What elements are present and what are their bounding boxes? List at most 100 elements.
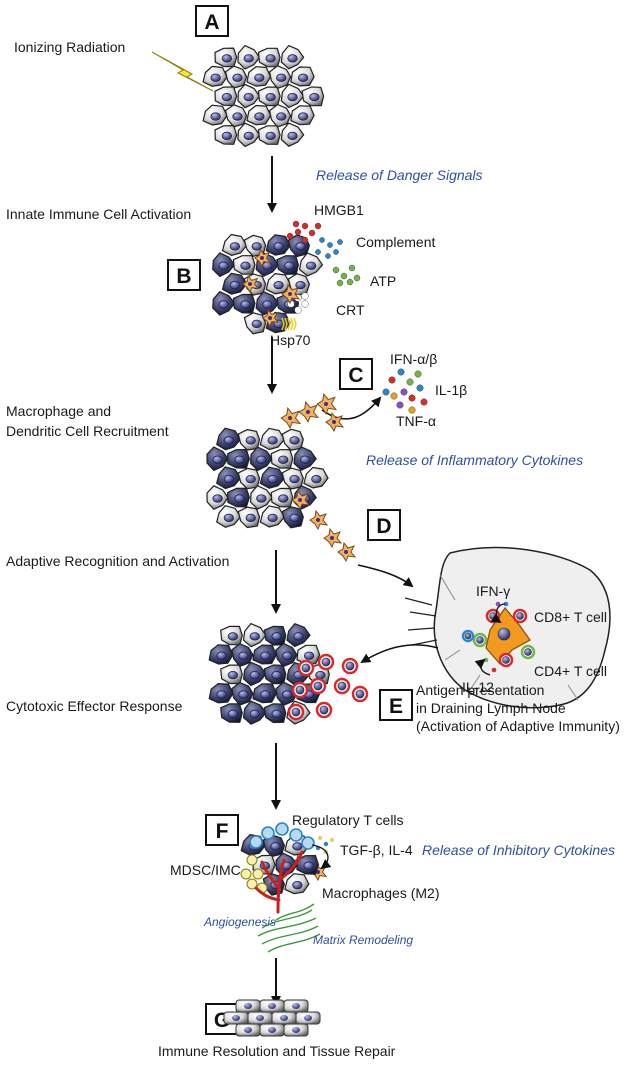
- dark-tumor-cell: [263, 664, 287, 685]
- tumor-cell: [237, 467, 261, 490]
- dark-tumor-cell: [259, 466, 285, 489]
- dark-tumor-cell: [255, 291, 280, 316]
- stage-e-box: E: [379, 689, 413, 721]
- cytokine-molecule: [382, 388, 390, 396]
- dark-tumor-cell: [265, 234, 291, 256]
- regulatory-t-cell: [249, 835, 263, 849]
- arrow-to-lymph-node: [357, 564, 414, 588]
- dark-tumor-cell: [281, 506, 304, 529]
- tumor-cell: [281, 428, 304, 451]
- regulatory-t-cell: [275, 822, 289, 836]
- hsp70-chaperone: [290, 317, 294, 331]
- tumor-cell: [224, 104, 248, 128]
- il-12-label: IL-12: [462, 679, 494, 695]
- angiogenesis-label: Angiogenesis: [203, 915, 276, 929]
- dark-tumor-cell: [216, 427, 242, 451]
- cytokine-molecule: [408, 406, 416, 414]
- adaptive-recognition-label: Adaptive Recognition and Activation: [6, 553, 229, 569]
- macrophage-recruitment-label-1: Macrophage and: [6, 403, 111, 419]
- cytokine-molecule: [420, 398, 428, 406]
- ifn-gamma-label: IFN-γ: [476, 583, 510, 599]
- tumor-cell: [237, 429, 261, 451]
- tumor-cell: [237, 83, 261, 109]
- tumor-cell: [214, 47, 238, 68]
- matrix-fibers-icon: [257, 903, 321, 953]
- il-1-beta-label: IL-1β: [435, 382, 467, 398]
- hmgb1-label: HMGB1: [314, 202, 364, 218]
- dark-tumor-cell: [252, 644, 277, 665]
- dark-tumor-cell: [227, 487, 250, 508]
- immune-resolution-label: Immune Resolution and Tissue Repair: [158, 1043, 396, 1059]
- tumor-cell: [290, 105, 315, 126]
- cd4-t-cell-label: CD4+ T cell: [534, 663, 607, 679]
- dark-tumor-cell: [296, 854, 320, 875]
- tumor-cell: [280, 83, 305, 109]
- dark-tumor-cell: [212, 291, 236, 316]
- arrow-lymph-to-tumor: [360, 644, 439, 664]
- tumor-cell: [216, 505, 242, 528]
- inhibitory-cytokine: [317, 835, 323, 841]
- inhibitory-cytokine: [329, 837, 335, 843]
- mdsc-imc-label: MDSC/IMC: [170, 862, 241, 878]
- mdsc-cell: [246, 854, 258, 866]
- stage-d-box: D: [367, 509, 401, 541]
- cytokine-molecule: [416, 384, 424, 392]
- dark-tumor-cell: [212, 252, 236, 277]
- dark-tumor-cell: [276, 255, 299, 275]
- svg-text:D: D: [376, 515, 391, 538]
- regulatory-t-cell: [261, 826, 275, 840]
- cytokine-molecule: [406, 378, 414, 386]
- dark-tumor-cell: [206, 446, 229, 472]
- dark-tumor-cell: [231, 643, 254, 667]
- effector-t-cells: [287, 653, 369, 721]
- dark-tumor-cell: [263, 703, 287, 724]
- tumor-cell: [250, 485, 273, 510]
- repaired-tissue-cells: [223, 999, 321, 1037]
- antigen-presentation-label-3: (Activation of Adaptive Immunity): [416, 718, 620, 734]
- tumor-cell-cluster-a: [202, 45, 325, 148]
- tumor-cell: [246, 66, 272, 87]
- tumor-cell: [242, 623, 267, 648]
- tumor-cell-cluster-c: [206, 427, 329, 529]
- tumor-cell: [202, 65, 228, 87]
- dark-tumor-cell: [250, 446, 273, 471]
- tumor-cell: [296, 644, 321, 665]
- mdsc-cell: [252, 868, 264, 880]
- dark-tumor-cell: [263, 625, 287, 646]
- tumor-cell: [243, 312, 267, 335]
- tumor-cell: [259, 427, 285, 451]
- regulatory-t-cell: [301, 836, 315, 850]
- tumor-cell: [202, 104, 228, 126]
- arrow-to-cytokines: [321, 396, 382, 420]
- tumor-cell: [299, 252, 324, 277]
- tumor-cell: [237, 506, 261, 529]
- stage-b-box: B: [167, 259, 201, 291]
- tumor-cell: [270, 449, 294, 469]
- cytokine-molecule: [414, 370, 422, 378]
- tumor-cell: [237, 45, 261, 70]
- svg-text:E: E: [389, 695, 403, 718]
- tumor-cell: [265, 273, 291, 295]
- dark-tumor-cell: [208, 683, 234, 704]
- tumor-cell: [301, 86, 325, 107]
- cd8-t-cell-label: CD8+ T cell: [534, 609, 607, 625]
- dark-tumor-cell: [293, 446, 317, 471]
- tumor-cell: [303, 466, 329, 489]
- cytokine-molecule: [397, 368, 405, 376]
- blood-vessel-icon: [254, 850, 304, 914]
- tumor-cell: [221, 233, 248, 256]
- regulatory-t-cell: [289, 828, 303, 842]
- release-danger-signals-label: Release of Danger Signals: [316, 167, 483, 183]
- inhibitory-cytokine: [323, 841, 329, 847]
- antigen-presentation-label-2: in Draining Lymph Node: [416, 700, 566, 716]
- hsp70-chaperone: [287, 317, 291, 331]
- lightning-bolt-icon: [151, 51, 214, 92]
- tumor-cell: [246, 104, 272, 126]
- tumor-cell: [237, 122, 261, 148]
- dark-tumor-cell: [221, 272, 248, 295]
- svg-text:A: A: [204, 11, 219, 34]
- svg-text:C: C: [348, 364, 363, 387]
- dark-tumor-cell: [275, 681, 298, 706]
- tumor-cell: [270, 487, 294, 508]
